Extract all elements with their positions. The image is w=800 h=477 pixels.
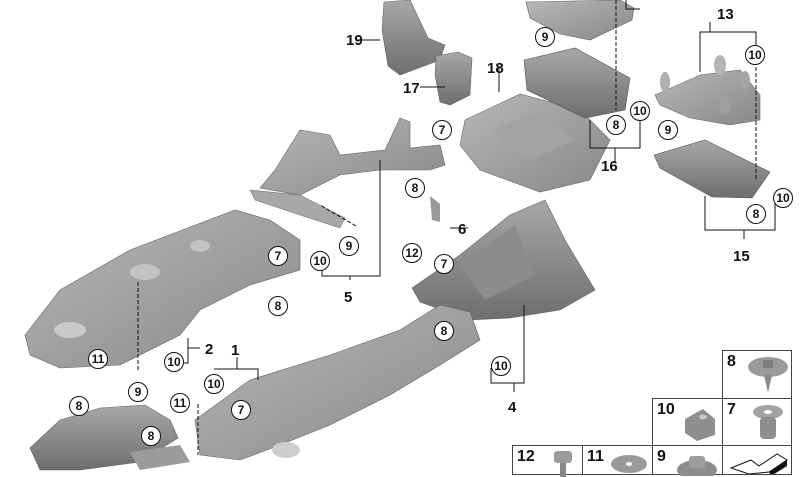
label-4: 4 [508, 399, 517, 416]
washer-icon [611, 455, 647, 473]
legend-cell-11[interactable]: 11 [582, 445, 653, 475]
legend-cell-7[interactable]: 7 [722, 398, 792, 446]
callout-8[interactable]: 8 [746, 204, 766, 224]
plastic-nut-icon [677, 456, 717, 476]
clip-nut-icon [685, 409, 715, 441]
label-2: 2 [205, 341, 214, 358]
callout-10[interactable]: 10 [491, 356, 511, 376]
part-1-panel [194, 304, 481, 461]
callout-12[interactable]: 12 [402, 243, 422, 263]
callout-9[interactable]: 9 [535, 27, 555, 47]
part-15-tray [653, 139, 771, 199]
callout-8[interactable]: 8 [268, 296, 288, 316]
callout-9[interactable]: 9 [658, 120, 678, 140]
legend-cell-9[interactable]: 9 [652, 445, 723, 476]
expanding-rivet-icon [748, 357, 788, 393]
part-lower-front-guard [29, 404, 190, 471]
callout-10[interactable]: 10 [630, 101, 650, 121]
part-18-guard [459, 93, 611, 193]
callout-8[interactable]: 8 [434, 321, 454, 341]
callout-7[interactable]: 7 [231, 400, 251, 420]
part-5-frame [249, 117, 446, 229]
callout-8[interactable]: 8 [141, 426, 161, 446]
part-16-tray [523, 47, 631, 119]
label-19: 19 [346, 32, 363, 49]
legend-cell-10[interactable]: 10 [652, 398, 723, 446]
label-6: 6 [458, 221, 467, 238]
callout-7[interactable]: 7 [268, 246, 288, 266]
label-18: 18 [487, 60, 504, 77]
hex-bolt-icon [554, 451, 572, 477]
label-13: 13 [717, 6, 734, 23]
callout-10[interactable]: 10 [310, 251, 330, 271]
callout-9[interactable]: 9 [128, 382, 148, 402]
label-16: 16 [601, 158, 618, 175]
callout-8[interactable]: 8 [69, 396, 89, 416]
part-13-cover [654, 55, 761, 126]
callout-7[interactable]: 7 [434, 254, 454, 274]
part-17-bracket [434, 51, 473, 106]
callout-11[interactable]: 11 [170, 393, 190, 413]
part-4-cover [411, 196, 596, 321]
callout-10[interactable]: 10 [745, 45, 765, 65]
dashed-lines [137, 0, 757, 455]
callout-11[interactable]: 11 [88, 349, 108, 369]
label-1: 1 [231, 342, 240, 359]
callout-10[interactable]: 10 [773, 188, 793, 208]
legend-cell-foam-strip[interactable] [722, 445, 792, 475]
label-5: 5 [344, 289, 353, 306]
callout-7[interactable]: 7 [432, 120, 452, 140]
callout-10[interactable]: 10 [164, 352, 184, 372]
legend-cell-12[interactable]: 12 [512, 445, 583, 477]
part-2-panel [24, 209, 301, 369]
callout-9[interactable]: 9 [339, 236, 359, 256]
callout-8[interactable]: 8 [405, 178, 425, 198]
callout-10[interactable]: 10 [204, 374, 224, 394]
rivet-nut-icon [753, 405, 783, 439]
callout-8[interactable]: 8 [606, 115, 626, 135]
label-17: 17 [403, 80, 420, 97]
legend-cell-8[interactable]: 8 [722, 350, 792, 399]
foam-strip-icon [729, 453, 788, 474]
label-15: 15 [733, 248, 750, 265]
